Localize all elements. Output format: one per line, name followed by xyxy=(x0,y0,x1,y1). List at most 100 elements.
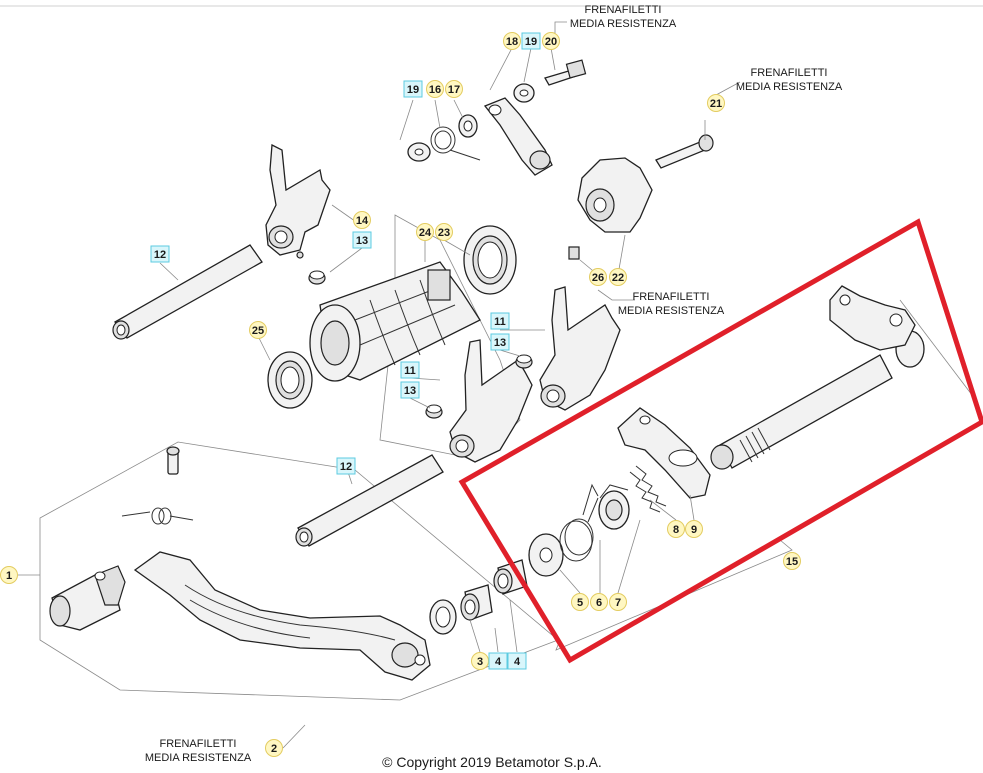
callout-label: 11 xyxy=(494,316,506,328)
svg-text:MEDIA RESISTENZA: MEDIA RESISTENZA xyxy=(618,305,725,317)
bushing-4-a xyxy=(460,584,493,621)
callout-21: 21 xyxy=(707,94,725,112)
callout-label: 13 xyxy=(404,385,416,397)
callout-label: 19 xyxy=(525,36,537,48)
return-spring-6 xyxy=(559,483,599,562)
callout-badge xyxy=(336,457,356,475)
washer-19-b xyxy=(513,83,535,103)
callout-14: 14 xyxy=(353,211,371,229)
callout-label: 11 xyxy=(404,365,416,377)
callout-badge xyxy=(590,593,608,611)
callout-label: 22 xyxy=(612,272,624,284)
callout-12: 12 xyxy=(150,245,170,263)
roller-13-c xyxy=(425,404,443,419)
shift-shaft-15 xyxy=(710,285,925,470)
bolt-21 xyxy=(655,134,714,169)
callout-label: 12 xyxy=(340,461,352,473)
highlight-box xyxy=(458,218,983,664)
callout-badge xyxy=(488,652,508,670)
callout-16: 16 xyxy=(426,80,444,98)
callout-badge xyxy=(353,211,371,229)
callout-13: 13 xyxy=(352,231,372,249)
callout-1: 1 xyxy=(0,566,18,584)
bearing-25 xyxy=(267,351,313,409)
callout-23: 23 xyxy=(435,223,453,241)
callout-24: 24 xyxy=(416,223,434,241)
callout-6: 6 xyxy=(590,593,608,611)
callout-11: 11 xyxy=(400,361,420,379)
callout-label: 2 xyxy=(271,743,277,755)
washer-5 xyxy=(528,533,564,577)
callout-badge xyxy=(507,652,527,670)
callout-label: 7 xyxy=(615,597,621,609)
plate-9 xyxy=(617,407,711,499)
note-middle: FRENAFILETTI MEDIA RESISTENZA xyxy=(618,291,725,317)
roller-13-a xyxy=(308,270,326,285)
callout-25: 25 xyxy=(249,321,267,339)
callout-label: 12 xyxy=(154,249,166,261)
note-right: FRENAFILETTI MEDIA RESISTENZA xyxy=(736,67,843,93)
callout-20: 20 xyxy=(542,32,560,50)
svg-text:FRENAFILETTI: FRENAFILETTI xyxy=(584,4,661,16)
roller-13-b xyxy=(515,354,533,369)
shift-fork-11-left xyxy=(449,339,533,463)
callout-label: 5 xyxy=(577,597,583,609)
callout-label: 6 xyxy=(596,597,602,609)
callout-label: 16 xyxy=(429,84,441,96)
callout-label: 23 xyxy=(438,227,450,239)
callout-label: 26 xyxy=(592,272,604,284)
callout-badge xyxy=(0,566,18,584)
callout-badge xyxy=(490,333,510,351)
pin-26 xyxy=(568,246,580,260)
svg-text:FRENAFILETTI: FRENAFILETTI xyxy=(632,291,709,303)
callout-badge xyxy=(150,245,170,263)
callout-13: 13 xyxy=(400,381,420,399)
bushing-4-b xyxy=(493,559,528,595)
pedal-tip xyxy=(49,565,126,631)
callout-badge xyxy=(426,80,444,98)
callout-2: 2 xyxy=(265,739,283,757)
collar-7 xyxy=(598,484,630,530)
bolt-20 xyxy=(544,59,587,86)
callout-19: 19 xyxy=(521,32,541,50)
callout-label: 9 xyxy=(691,524,697,536)
callout-label: 4 xyxy=(495,656,502,668)
callout-19: 19 xyxy=(403,80,423,98)
pin-top xyxy=(166,446,180,475)
spring-8 xyxy=(629,465,667,513)
callout-4: 4 xyxy=(488,652,508,670)
callout-12: 12 xyxy=(336,457,356,475)
callout-badge xyxy=(685,520,703,538)
callout-11: 11 xyxy=(490,312,510,330)
callout-label: 13 xyxy=(356,235,368,247)
callout-15: 15 xyxy=(783,552,801,570)
callout-7: 7 xyxy=(609,593,627,611)
bearing-23 xyxy=(463,225,517,295)
svg-text:MEDIA RESISTENZA: MEDIA RESISTENZA xyxy=(570,18,677,30)
callout-label: 3 xyxy=(477,656,483,668)
callout-label: 13 xyxy=(494,337,506,349)
callout-label: 1 xyxy=(6,570,12,582)
note-top: FRENAFILETTI MEDIA RESISTENZA xyxy=(570,4,677,30)
callout-badge xyxy=(490,312,510,330)
callout-3: 3 xyxy=(471,652,489,670)
shift-fork-11-right xyxy=(539,286,621,411)
callout-label: 24 xyxy=(419,227,432,239)
bushing-17 xyxy=(458,114,478,138)
copyright-text: © Copyright 2019 Betamotor S.p.A. xyxy=(382,754,602,770)
callout-badge xyxy=(400,381,420,399)
svg-text:MEDIA RESISTENZA: MEDIA RESISTENZA xyxy=(145,752,252,764)
callout-badge xyxy=(445,80,463,98)
lever-18 xyxy=(483,97,553,176)
oil-seal-3 xyxy=(429,599,457,635)
star-cam-22 xyxy=(577,157,653,233)
callout-26: 26 xyxy=(589,268,607,286)
callout-badge xyxy=(416,223,434,241)
callout-4: 4 xyxy=(507,652,527,670)
note-bottom: FRENAFILETTI MEDIA RESISTENZA xyxy=(145,738,252,764)
callout-badge xyxy=(542,32,560,50)
callout-17: 17 xyxy=(445,80,463,98)
callout-badge xyxy=(352,231,372,249)
